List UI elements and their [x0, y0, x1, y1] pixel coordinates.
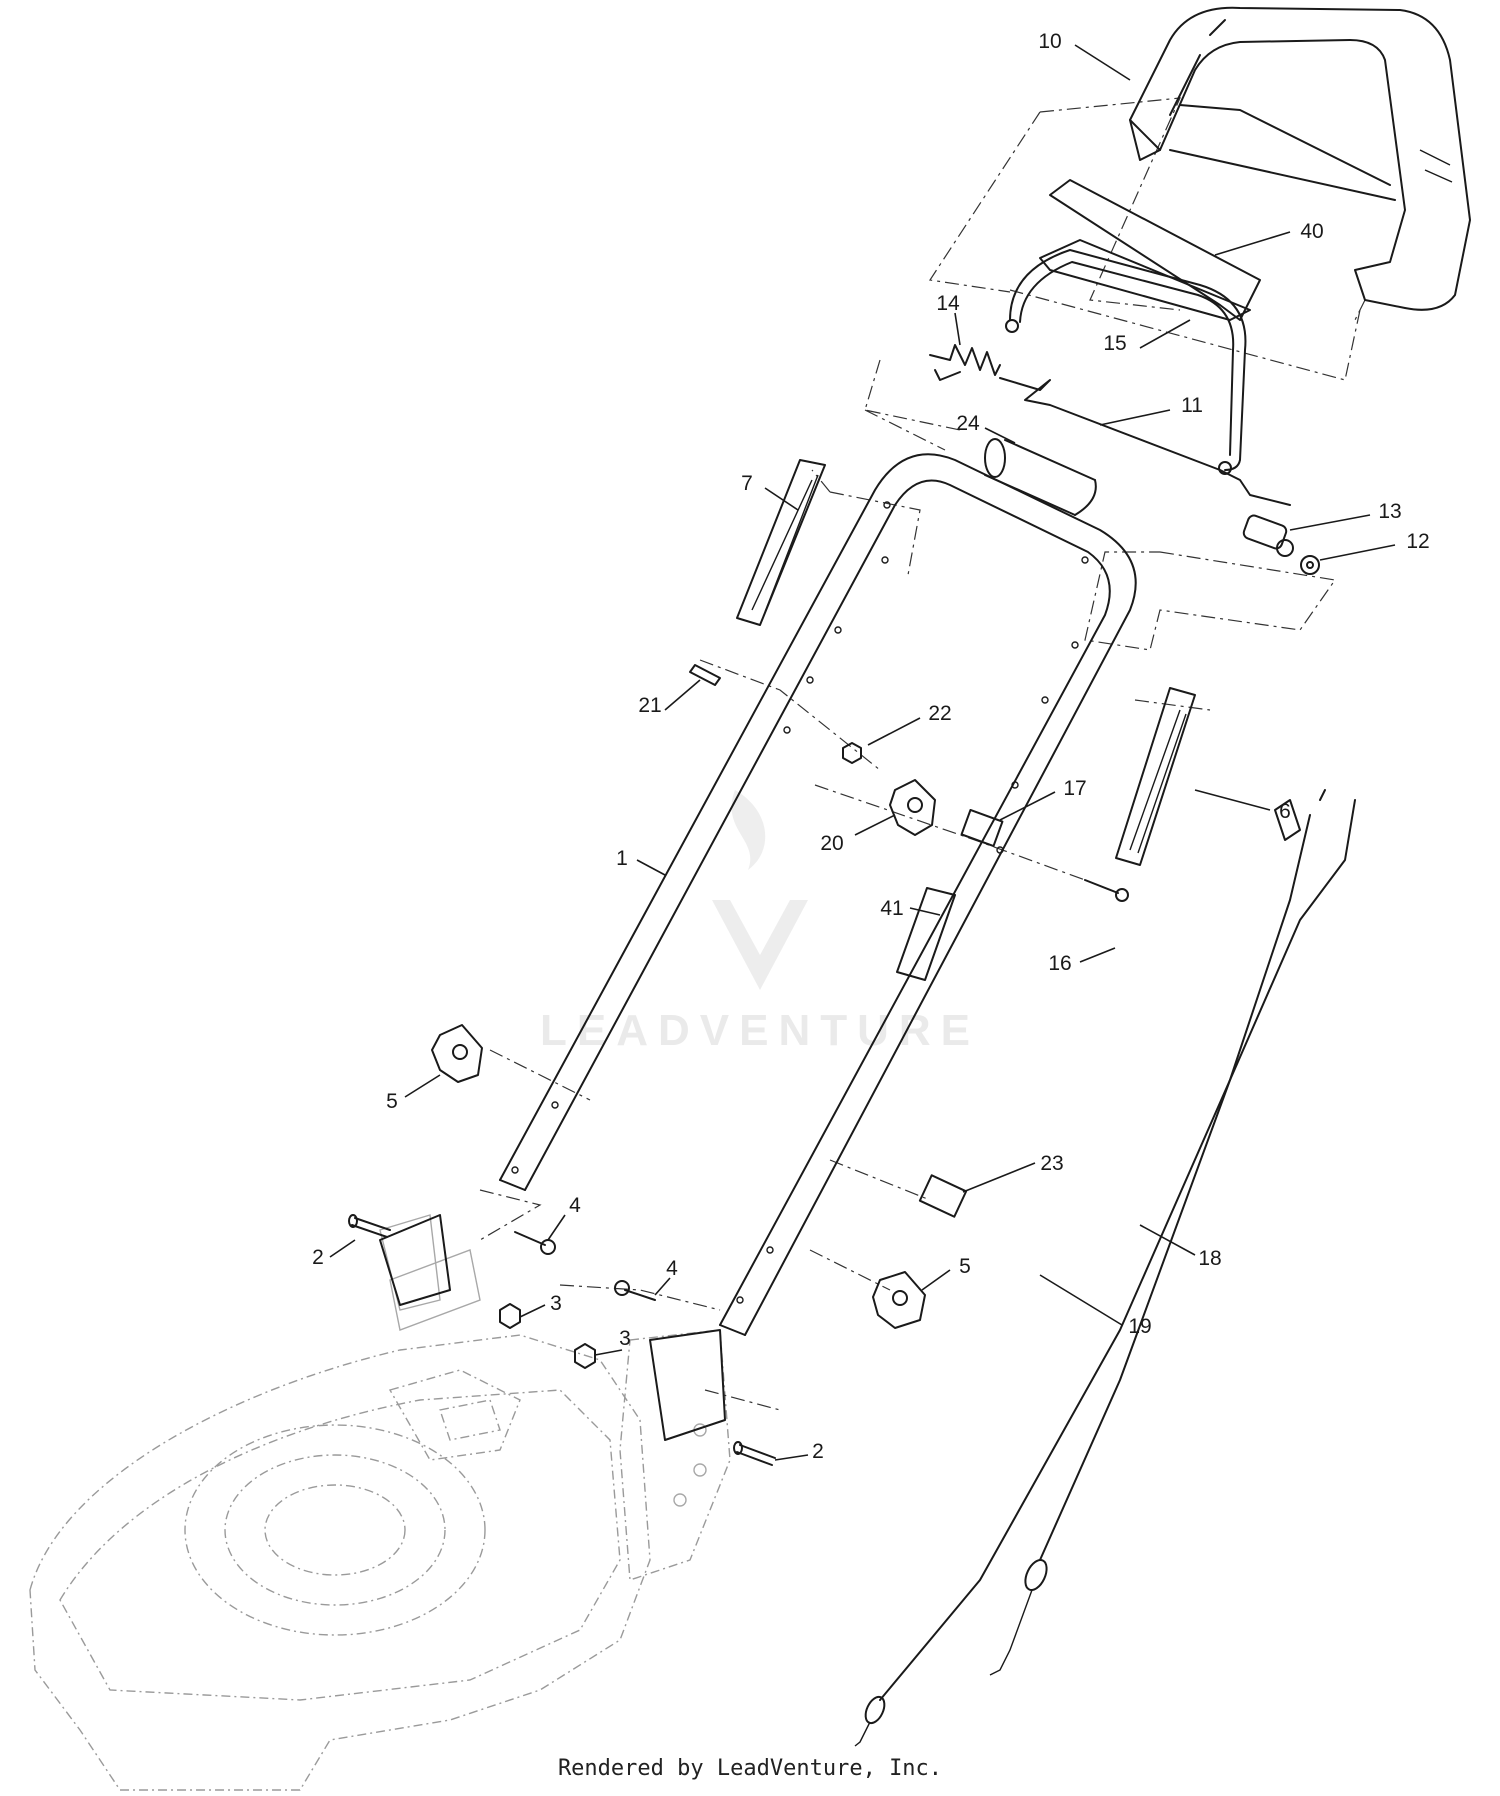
callout-2-right: 2 [812, 1440, 824, 1463]
mower-deck-ghost [29, 1214, 731, 1791]
callout-15: 15 [1103, 332, 1126, 355]
callout-22: 22 [928, 702, 951, 725]
part-3-nut-left [499, 1303, 521, 1329]
callout-18: 18 [1198, 1247, 1221, 1270]
callout-1: 1 [616, 847, 628, 870]
callout-6: 6 [1279, 800, 1291, 823]
part-7-cable-guide [736, 459, 826, 626]
callout-41: 41 [880, 897, 903, 920]
callout-23: 23 [1040, 1152, 1063, 1175]
part-21-clip [689, 664, 721, 686]
callout-21: 21 [638, 694, 661, 717]
part-16-bolt [1084, 879, 1129, 902]
part-14-spring [929, 344, 1001, 381]
callout-16: 16 [1048, 952, 1071, 975]
callout-12: 12 [1406, 530, 1429, 553]
callout-10: 10 [1038, 30, 1061, 53]
part-12-washer [1300, 555, 1320, 575]
callout-4-right: 4 [666, 1257, 678, 1280]
callout-labels: 10 40 15 14 11 24 7 13 12 21 22 17 20 6 … [312, 30, 1430, 1463]
part-19-cable [854, 799, 1356, 1747]
callout-19: 19 [1128, 1315, 1151, 1338]
part-10-upper-grip [1129, 6, 1471, 311]
callout-3-right: 3 [619, 1327, 631, 1350]
callout-20: 20 [820, 832, 843, 855]
callout-4-left: 4 [569, 1194, 581, 1217]
part-15-bail [1005, 249, 1247, 475]
part-13-fitting [1242, 514, 1294, 557]
part-4-bolt-left [514, 1231, 556, 1255]
callout-11: 11 [1181, 394, 1203, 417]
alignment-lines [479, 97, 1366, 1411]
handle-holes [511, 501, 1089, 1304]
callout-leaders [329, 44, 1396, 1461]
part-23-bushing [918, 1174, 968, 1218]
callout-2-left: 2 [312, 1246, 324, 1269]
part-2-pin-left [348, 1214, 391, 1238]
part-24-sleeve [984, 438, 1097, 516]
callout-5-right: 5 [959, 1255, 971, 1278]
part-5-knob-right [872, 1271, 926, 1329]
part-18-cable [989, 789, 1326, 1676]
callout-14: 14 [936, 292, 960, 315]
part-20-knob [889, 779, 936, 836]
callout-17: 17 [1063, 777, 1086, 800]
footer-credit: Rendered by LeadVenture, Inc. [557, 1756, 943, 1781]
callout-5-left: 5 [386, 1090, 398, 1113]
watermark-text: LEADVENTURE [540, 1006, 980, 1055]
part-41-decal-strip [896, 887, 956, 981]
part-3-nut-right [574, 1343, 596, 1369]
callout-7: 7 [741, 472, 753, 495]
part-6-cable-guide [1115, 687, 1196, 866]
part-5-knob-left [431, 1024, 483, 1083]
callout-3-left: 3 [550, 1292, 562, 1315]
part-2-pin-right [733, 1441, 776, 1466]
part-1-handle-tube [499, 453, 1137, 1336]
part-17-clamp [960, 808, 1004, 848]
deck-handle-brackets [379, 1214, 726, 1441]
callout-40: 40 [1300, 220, 1323, 243]
callout-13: 13 [1378, 500, 1401, 523]
part-11-control-rod [999, 377, 1291, 506]
callout-24: 24 [956, 412, 980, 435]
part-22-nut [842, 742, 862, 764]
part-4-bolt-right [614, 1280, 656, 1301]
